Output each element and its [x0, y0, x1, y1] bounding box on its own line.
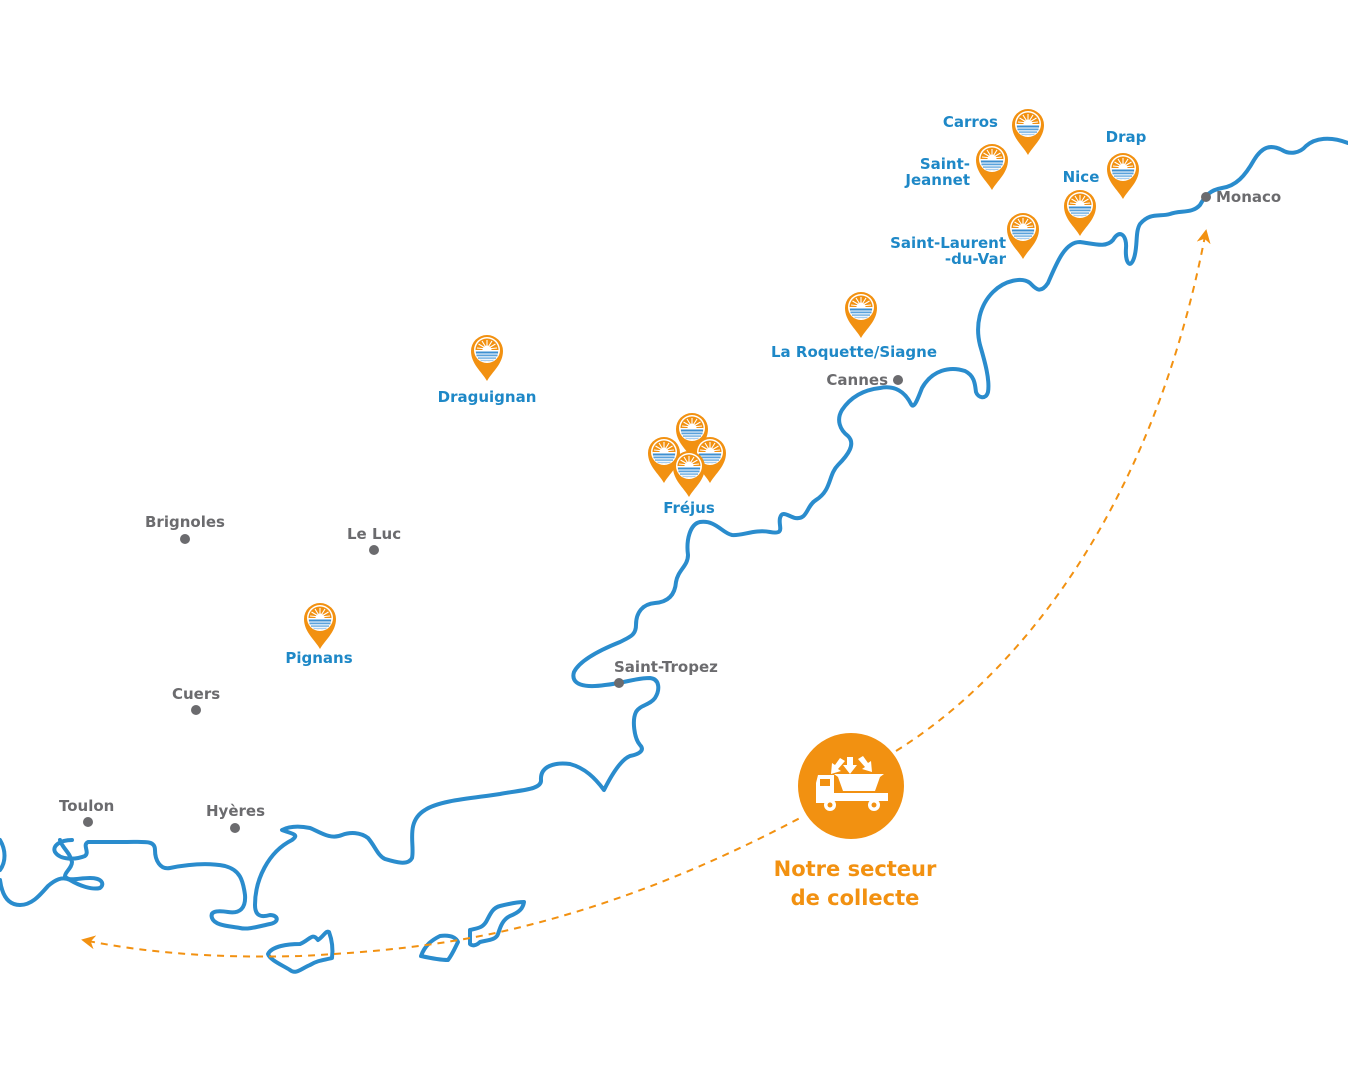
site-label-nice[interactable]: Nice	[1062, 168, 1100, 186]
skip-truck-icon	[816, 756, 888, 811]
town-dot-toulon	[83, 817, 93, 827]
town-label-hyeres: Hyères	[206, 802, 266, 820]
collection-sector-badge	[798, 733, 904, 839]
pin-icon-frejus-4[interactable]	[672, 450, 706, 498]
pin-icon-nice[interactable]	[1063, 189, 1097, 237]
pin-icon-la-roquette-siagne[interactable]	[844, 291, 878, 339]
site-label-saint-jeannet[interactable]: Saint- Jeannet	[870, 156, 970, 188]
pin-icon-pignans[interactable]	[303, 602, 337, 650]
town-dot-brignoles	[180, 534, 190, 544]
town-label-cannes: Cannes	[826, 371, 888, 389]
collection-sector-title: Notre secteur de collecte	[760, 855, 950, 913]
pin-icon-carros[interactable]	[1011, 108, 1045, 156]
town-label-toulon: Toulon	[59, 797, 115, 815]
town-label-monaco: Monaco	[1216, 188, 1282, 206]
collection-sector-title-line2: de collecte	[790, 886, 920, 910]
site-label-carros[interactable]: Carros	[942, 113, 998, 131]
site-label-saint-laurent-du-var-line2: -du-Var	[944, 250, 1006, 268]
site-label-frejus[interactable]: Fréjus	[663, 499, 715, 517]
pin-icon-drap[interactable]	[1106, 152, 1140, 200]
site-label-saint-laurent-du-var-line1: Saint-Laurent	[890, 234, 1006, 252]
pin-icon-saint-laurent-du-var[interactable]	[1006, 212, 1040, 260]
town-dot-saint-tropez	[614, 678, 624, 688]
town-label-cuers: Cuers	[172, 685, 221, 703]
site-label-draguignan[interactable]: Draguignan	[437, 388, 537, 406]
coastline-main	[0, 136, 1348, 931]
pin-icon-draguignan[interactable]	[470, 334, 504, 382]
town-label-le-luc: Le Luc	[347, 525, 402, 543]
town-dot-hyeres	[230, 823, 240, 833]
island-levant	[468, 900, 526, 948]
island-porquerolles	[266, 929, 335, 974]
site-label-saint-jeannet-line1: Saint-	[919, 155, 970, 173]
collection-route-arc	[88, 236, 1205, 958]
town-dot-cuers	[191, 705, 201, 715]
town-label-saint-tropez: Saint-Tropez	[614, 658, 718, 676]
town-label-brignoles: Brignoles	[145, 513, 225, 531]
site-label-saint-laurent-du-var[interactable]: Saint-Laurent -du-Var	[870, 235, 1006, 267]
site-label-drap[interactable]: Drap	[1105, 128, 1147, 146]
pin-icon-saint-jeannet[interactable]	[975, 143, 1009, 191]
town-dot-cannes	[893, 375, 903, 385]
town-dot-monaco	[1201, 192, 1211, 202]
collection-sector-title-line1: Notre secteur	[773, 857, 937, 881]
town-dot-le-luc	[369, 545, 379, 555]
site-label-la-roquette-siagne[interactable]: La Roquette/Siagne	[771, 343, 937, 361]
site-label-pignans[interactable]: Pignans	[285, 649, 353, 667]
island-port-cros	[419, 933, 460, 962]
site-label-saint-jeannet-line2: Jeannet	[905, 171, 970, 189]
